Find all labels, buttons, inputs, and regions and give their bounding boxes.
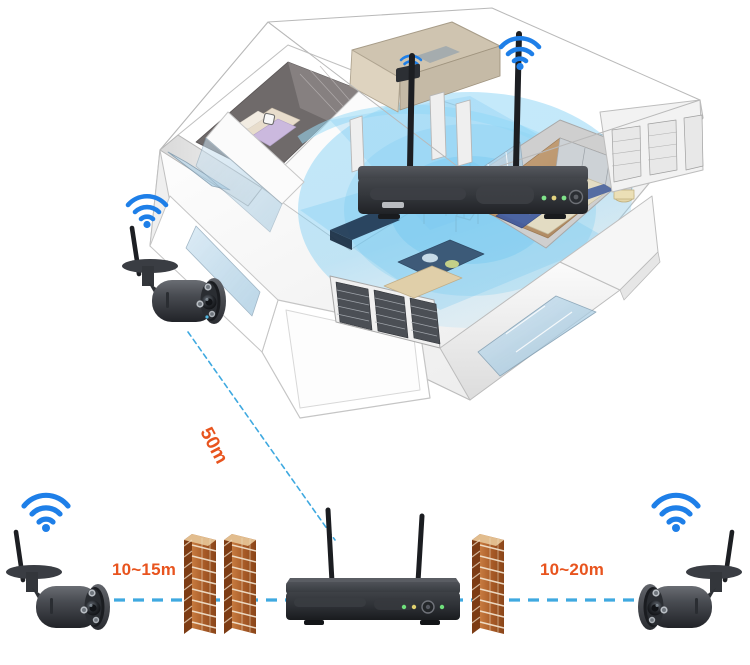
wifi-icon-camera-bottom-right — [650, 492, 702, 534]
camera-bottom-left — [0, 528, 122, 648]
brick-wall-right-1 — [470, 528, 510, 640]
brick-wall-left-1 — [182, 528, 222, 640]
wifi-icon-nvr-indoor — [497, 34, 543, 72]
wifi-icon-camera-bottom-left — [20, 492, 72, 534]
dist-label-10-20m: 10~20m — [540, 560, 605, 579]
dist-label-10-15m: 10~15m — [112, 560, 177, 579]
nvr-bottom — [278, 507, 468, 638]
nvr-indoor — [348, 28, 598, 228]
camera-house — [108, 222, 238, 342]
wifi-icon-camera-house — [124, 192, 170, 230]
camera-bottom-right — [626, 528, 750, 648]
brick-wall-left-2 — [222, 528, 262, 640]
